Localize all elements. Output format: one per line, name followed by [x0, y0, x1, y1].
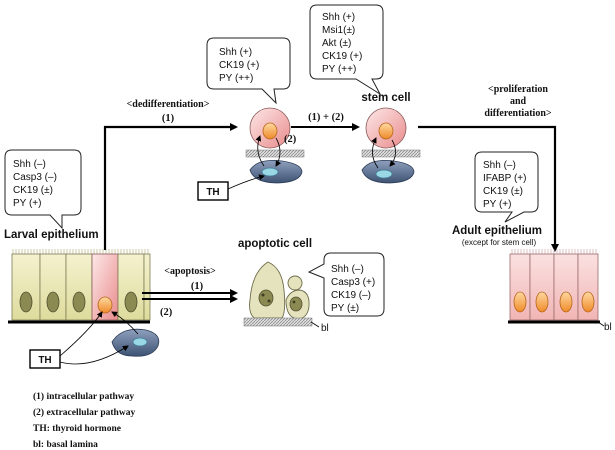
apoptotic-basal-lamina	[243, 317, 313, 327]
apoptotic-body-nucleus	[289, 296, 303, 312]
stem-marker-1: Shh (+)	[322, 12, 355, 23]
th-box-top: TH	[197, 181, 229, 201]
proliferation-label-2: and	[510, 96, 527, 107]
larval-marker-3: CK19 (±)	[13, 185, 53, 196]
stem-marker-4: CK19 (+)	[322, 51, 362, 62]
stem-marker-2: Msi1(±)	[322, 25, 355, 36]
adult-epithelium-label: Adult epithelium	[452, 225, 542, 237]
fibroblast-nucleus	[375, 169, 393, 179]
stem-marker-callout: Shh (+) Msi1(±) Akt (±) CK19 (+) PY (++)	[309, 4, 384, 96]
adult-marker-callout: Shh (–) IFABP (+) CK19 (±) PY (+)	[474, 151, 539, 223]
adult-marker-2: IFABP (+)	[483, 173, 526, 184]
stem-basal-lamina	[361, 149, 421, 158]
adult-nucleus	[513, 291, 527, 313]
th-box-bottom: TH	[29, 349, 61, 369]
dedifferentiation-arrow	[103, 123, 238, 250]
apoptotic-marker-2: Casp3 (+)	[331, 277, 375, 288]
larval-nucleus	[72, 291, 86, 313]
th-label-bottom: TH	[38, 355, 51, 366]
apoptotic-body	[287, 275, 303, 291]
apoptotic-marker-3: CK19 (–)	[331, 290, 371, 301]
pathway-1-mid-label: (1)	[191, 281, 204, 292]
dedifferentiated-cell-group	[245, 107, 305, 184]
stem-cell-nucleus	[378, 122, 394, 140]
th-to-fibroblast-arrow	[59, 345, 129, 365]
larval-marker-callout: Shh (–) Casp3 (–) CK19 (±) PY (+)	[4, 149, 82, 230]
adult-nucleus	[535, 291, 549, 313]
stem-signal-arrow-1	[371, 137, 379, 169]
proliferation-label-1: <proliferation	[488, 84, 548, 95]
apoptotic-marker-callout: Shh (–) Casp3 (+) CK19 (–) PY (±)	[307, 252, 385, 317]
apoptotic-marker-4: PY (±)	[331, 303, 359, 314]
adult-microvilli	[511, 249, 597, 254]
dediff-marker-2: CK19 (+)	[219, 60, 259, 71]
apoptotic-marker-1: Shh (–)	[331, 264, 364, 275]
larval-marker-4: PY (+)	[13, 198, 41, 209]
stem-marker-3: Akt (±)	[322, 38, 351, 49]
stem-nucleus	[97, 296, 113, 314]
proliferation-arrow	[418, 125, 559, 252]
fibroblast-nucleus	[261, 167, 279, 177]
stem-cell-group	[361, 107, 421, 184]
legend-item-3: TH: thyroid hormone	[33, 424, 121, 434]
apoptotic-bl-pointer	[310, 321, 320, 328]
larval-marker-2: Casp3 (–)	[13, 172, 57, 183]
apoptosis-label: <apoptosis>	[164, 266, 216, 277]
larval-cell	[65, 253, 93, 321]
apoptotic-nucleus	[258, 289, 274, 307]
larval-microvilli	[12, 249, 149, 254]
pathway-1-top-label: (1)	[162, 113, 175, 124]
larval-fibroblast	[111, 328, 160, 357]
adult-epithelium-note: (except for stem cell)	[462, 238, 537, 247]
adult-bl-label: bl	[604, 322, 612, 333]
dediff-signal-arrow-2	[275, 137, 282, 167]
adult-marker-1: Shh (–)	[483, 160, 516, 171]
adult-nucleus	[559, 291, 573, 313]
stem-marker-5: PY (++)	[322, 64, 356, 75]
fibroblast-nucleus	[132, 337, 148, 347]
legend-item-1: (1) intracellular pathway	[33, 391, 134, 402]
pathway-2-top-label: (2)	[284, 134, 297, 145]
fibroblast-to-cell-arrow	[111, 311, 139, 335]
adult-bl-pointer	[597, 321, 605, 327]
larval-marker-1: Shh (–)	[13, 159, 46, 170]
proliferation-label-3: differentiation>	[484, 108, 551, 119]
adult-nucleus	[581, 291, 595, 313]
legend-item-4: bl: basal lamina	[33, 440, 98, 450]
th-to-epithelium-arrow	[59, 311, 103, 357]
larval-nucleus	[46, 291, 60, 313]
apoptotic-bl-label: bl	[321, 323, 329, 334]
dedifferentiation-label: <dedifferentiation>	[127, 99, 210, 110]
legend-item-2: (2) extracellular pathway	[33, 407, 135, 418]
larval-epithelium	[8, 249, 151, 324]
larval-epithelium-label: Larval epithelium	[4, 229, 99, 241]
stem-signal-arrow-2	[389, 139, 396, 167]
dediff-marker-callout: Shh (+) CK19 (+) PY (++)	[206, 37, 291, 105]
adult-epithelium	[508, 249, 600, 324]
stem-cell-label: stem cell	[361, 92, 410, 104]
larval-nucleus	[124, 291, 138, 313]
pathway-2-larval-label: (2)	[160, 307, 173, 318]
dediff-marker-1: Shh (+)	[219, 47, 252, 58]
pathway-12-label: (1) + (2)	[308, 112, 344, 123]
dedifferentiated-nucleus	[262, 122, 278, 140]
dediff-signal-arrow-1	[255, 135, 265, 167]
apoptotic-cell-group	[243, 261, 313, 327]
apoptotic-cell-label: apoptotic cell	[238, 238, 312, 250]
adult-marker-3: CK19 (±)	[483, 186, 523, 197]
larval-nucleus	[19, 291, 33, 313]
th-label-top: TH	[206, 187, 219, 198]
dediff-basal-lamina	[245, 149, 305, 158]
legend: (1) intracellular pathway (2) extracellu…	[33, 391, 135, 450]
th-top-arrow	[227, 174, 265, 190]
dediff-marker-3: PY (++)	[219, 73, 253, 84]
larval-cell	[143, 253, 151, 321]
adult-marker-4: PY (+)	[483, 199, 511, 210]
